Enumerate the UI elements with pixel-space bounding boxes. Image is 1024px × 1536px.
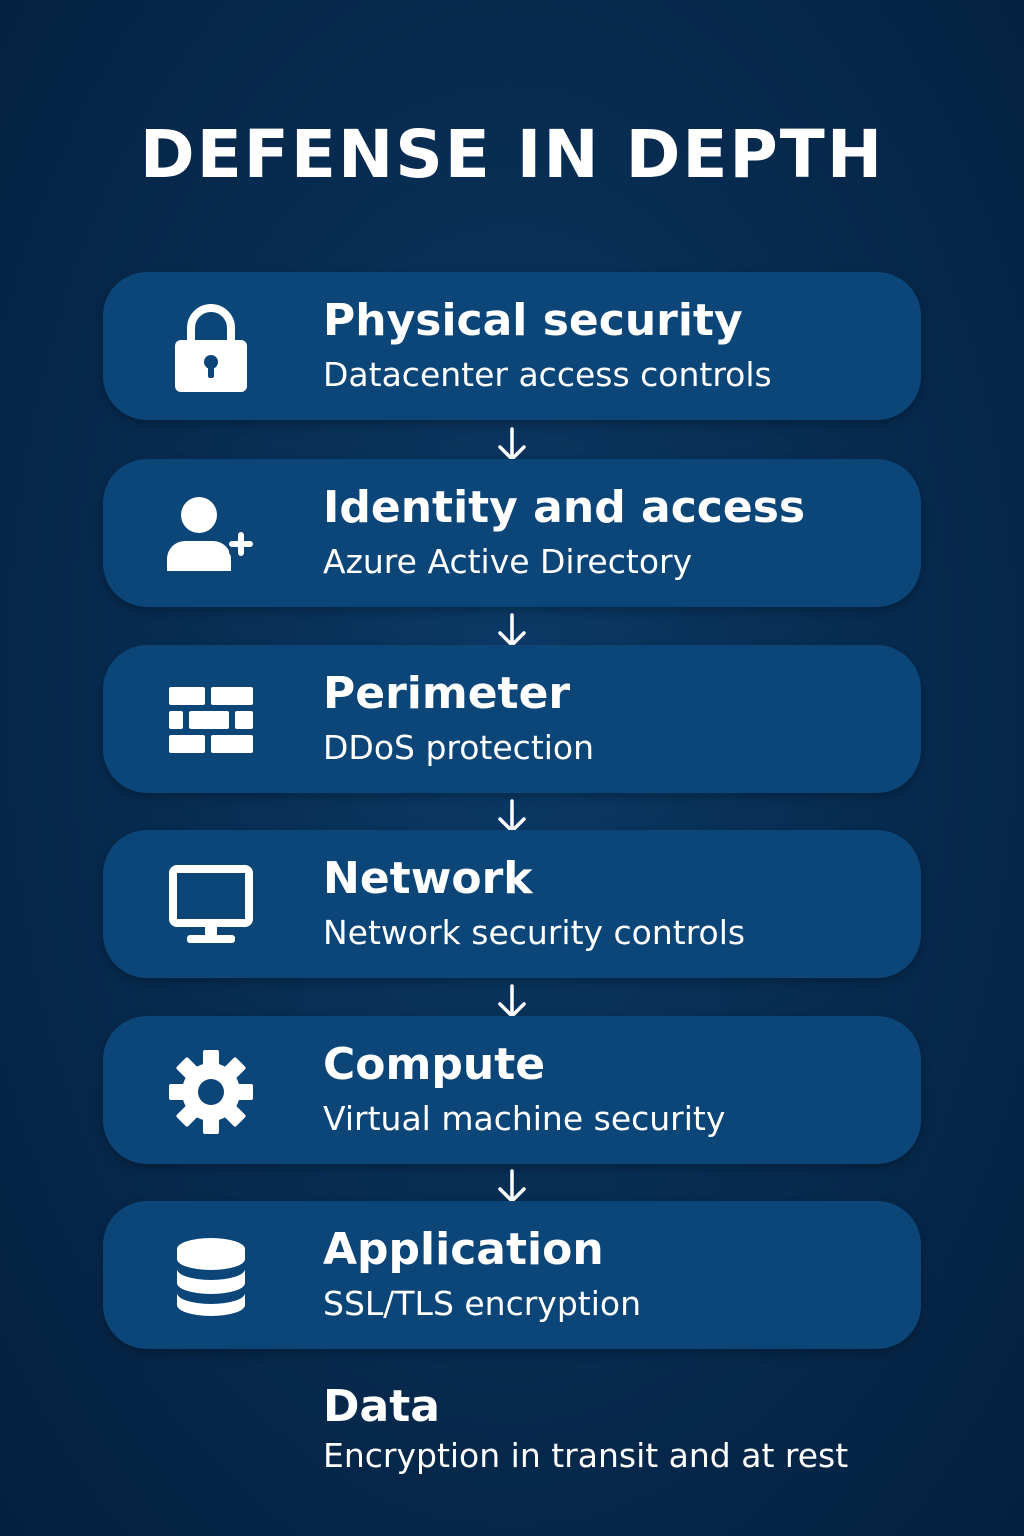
layer-title: Compute: [323, 1039, 546, 1090]
layer-card-perimeter: Perimeter DDoS protection: [103, 645, 921, 793]
layer-subtitle: Azure Active Directory: [323, 542, 693, 581]
firewall-icon: [165, 675, 257, 767]
layer-subtitle: Network security controls: [323, 913, 746, 952]
layer-subtitle: Encryption in transit and at rest: [323, 1435, 849, 1475]
layer-title: Perimeter: [323, 668, 571, 719]
layer-card-compute: Compute Virtual machine security: [103, 1016, 921, 1164]
layer-subtitle: DDoS protection: [323, 728, 595, 767]
layer-card-identity-and-access: Identity and access Azure Active Directo…: [103, 459, 921, 607]
layer-card-network: Network Network security controls: [103, 830, 921, 978]
page-title: DEFENSE IN DEPTH: [139, 116, 885, 193]
database-icon: [165, 1231, 257, 1323]
layer-subtitle: SSL/TLS encryption: [323, 1284, 641, 1323]
layer-data: Data Encryption in transit and at rest: [323, 1381, 849, 1475]
layer-card-application: Application SSL/TLS encryption: [103, 1201, 921, 1349]
layer-subtitle: Datacenter access controls: [323, 355, 772, 394]
layer-card-physical-security: Physical security Datacenter access cont…: [103, 272, 921, 420]
gear-icon: [165, 1046, 257, 1138]
monitor-icon: [165, 860, 257, 952]
layer-title: Physical security: [323, 295, 743, 346]
layer-title: Identity and access: [323, 482, 806, 533]
user-add-icon: [165, 489, 257, 581]
lock-icon: [165, 302, 257, 394]
layer-title: Network: [323, 853, 533, 904]
layer-title: Data: [323, 1381, 440, 1432]
layer-title: Application: [323, 1224, 604, 1275]
layer-subtitle: Virtual machine security: [323, 1099, 726, 1138]
